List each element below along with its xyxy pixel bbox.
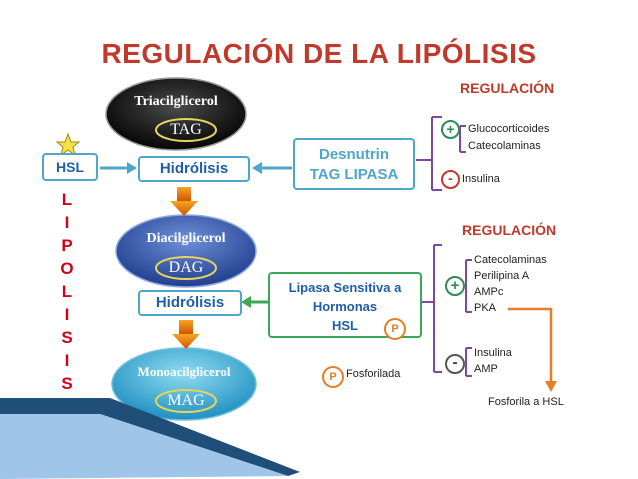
vertical-letter: S <box>61 328 73 347</box>
mag-ring <box>155 389 217 413</box>
vertical-letter: O <box>60 259 74 278</box>
mag-name: Monoacilglicerol <box>137 364 231 379</box>
star-icon <box>55 132 81 157</box>
down-arrow-1 <box>170 187 198 216</box>
down-arrow-2 <box>172 320 200 349</box>
tag-abbr: TAG <box>170 121 202 138</box>
vertical-letter: I <box>64 305 70 324</box>
lipasa-line2: Hormonas <box>312 299 378 314</box>
tag-oval <box>105 77 247 151</box>
regulation-1-heading: REGULACIÓN <box>460 80 555 96</box>
hsl-box: HSL <box>42 153 98 181</box>
lipasa-line1: Lipasa Sensitiva a <box>288 280 402 295</box>
regulation-1-brackets <box>416 116 466 191</box>
lipasa-line3: HSL <box>332 318 358 333</box>
decorative-swoosh-light <box>0 414 288 479</box>
reg1-positive-item: Catecolaminas <box>468 140 541 152</box>
reg2-negative-item: Insulina <box>474 347 512 359</box>
reg2-negative-item: AMP <box>474 363 498 375</box>
reg2-positive-item: PKA <box>474 302 497 314</box>
dag-abbr: DAG <box>168 259 204 276</box>
reg2-positive-item: AMPc <box>474 286 504 298</box>
hidrolisis-box-2: Hidrólisis <box>138 290 242 316</box>
tag-ring <box>155 118 217 142</box>
desnutrin-box: Desnutrin TAG LIPASA <box>293 138 415 190</box>
vertical-letter: I <box>64 351 70 370</box>
reg1-positive-item: Glucocorticoides <box>468 123 550 135</box>
hidrolisis-box-1: Hidrólisis <box>138 156 250 182</box>
vertical-letter: L <box>61 282 73 301</box>
reg2-positive-item: Perilipina A <box>474 270 530 282</box>
arrow-lipasa-to-hidrolisis <box>241 296 268 308</box>
dag-name: Diacilglicerol <box>146 231 226 246</box>
regulation-2-brackets <box>422 244 472 377</box>
minus-icon: - <box>445 354 465 374</box>
vertical-letter: P <box>61 236 73 255</box>
dag-oval <box>115 214 257 288</box>
plus-icon: + <box>445 276 465 296</box>
page-title: REGULACIÓN DE LA LIPÓLISIS <box>101 38 537 69</box>
fosforila-hsl-label: Fosforila a HSL <box>488 396 564 408</box>
mag-oval <box>111 347 257 421</box>
vertical-letter: S <box>61 374 73 393</box>
plus-icon: + <box>441 120 460 139</box>
mag-abbr: MAG <box>167 392 205 409</box>
decorative-swoosh <box>0 398 300 476</box>
regulation-2-heading: REGULACIÓN <box>462 222 557 238</box>
phosphate-icon: P <box>322 366 344 388</box>
vertical-letter: I <box>64 213 70 232</box>
reg2-positive-item: Catecolaminas <box>474 254 547 266</box>
tag-lipasa-label: TAG LIPASA <box>309 166 399 183</box>
minus-icon: - <box>441 170 460 189</box>
dag-ring <box>155 256 217 280</box>
arrow-hsl-to-hidrolisis <box>100 162 137 174</box>
vertical-letter: L <box>61 190 73 209</box>
reg1-negative-item: Insulina <box>462 173 500 185</box>
tag-name: Triacilglicerol <box>134 94 218 109</box>
pka-arrow <box>508 307 557 392</box>
phosphate-icon: P <box>384 318 406 340</box>
arrow-desnutrin-to-hidrolisis <box>252 162 292 174</box>
desnutrin-label: Desnutrin <box>318 146 389 163</box>
fosforilada-label: Fosforilada <box>346 368 401 380</box>
